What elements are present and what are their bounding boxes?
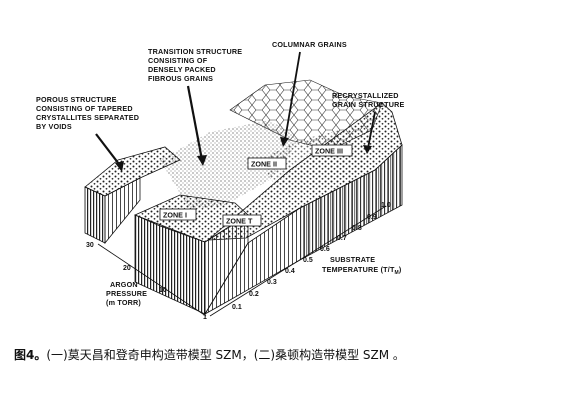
- recrystallized-arrow: [367, 111, 376, 149]
- temp-tick-0.8: 0.8: [352, 225, 362, 232]
- zone3-label: ZONE III: [315, 147, 343, 156]
- pressure-axis: 30 20 10 1 ARGON PRESSURE (m TORR): [86, 242, 207, 321]
- zone1-label: ZONE I: [163, 211, 187, 220]
- pressure-label-line2: PRESSURE: [106, 289, 147, 298]
- temp-label-line1: SUBSTRATE: [330, 255, 375, 264]
- zone1-box: [159, 208, 197, 221]
- temp-label-line2: TEMPERATURE (T/TM): [322, 265, 402, 276]
- temp-tick-0.2: 0.2: [249, 291, 259, 298]
- pressure-label-line3: (m TORR): [106, 298, 141, 307]
- columnar-arrow: [284, 51, 301, 141]
- porous-label-line2: CONSISTING OF TAPERED: [36, 104, 133, 113]
- pressure-tick-20: 20: [123, 265, 131, 272]
- pressure-tick-30: 30: [86, 242, 94, 249]
- temperature-axis: 0.1 0.2 0.3 0.4 0.5 0.6 0.7 0.8 0.9 1.0 …: [209, 202, 402, 317]
- zoneT-label: ZONE T: [226, 217, 253, 226]
- transition-annotation: TRANSITION STRUCTURE CONSISTING OF DENSE…: [148, 47, 242, 166]
- porous-arrow: [95, 133, 123, 169]
- pressure-tick-1: 1: [203, 314, 207, 321]
- porous-arrowhead: [115, 161, 124, 172]
- temp-tick-0.9: 0.9: [367, 214, 377, 221]
- zone2-label: ZONE II: [251, 160, 277, 169]
- temp-tick-0.4: 0.4: [285, 268, 295, 275]
- transition-label-line1: TRANSITION STRUCTURE: [148, 47, 242, 56]
- porous-label-line1: POROUS STRUCTURE: [36, 95, 117, 104]
- recrystallized-arrowhead: [363, 145, 372, 154]
- figure-caption: 图4。(一)莫天昌和登奇申构造带模型 SZM，(二)桑顿构造带模型 SZM 。: [14, 346, 405, 363]
- zone3-box: [311, 144, 353, 157]
- caption-text: (一)莫天昌和登奇申构造带模型 SZM，(二)桑顿构造带模型 SZM 。: [46, 348, 405, 362]
- transition-label-line4: FIBROUS GRAINS: [148, 74, 213, 83]
- transition-arrow: [186, 85, 204, 161]
- temp-tick-0.1: 0.1: [232, 304, 242, 311]
- temp-tick-1.0: 1.0: [381, 202, 391, 209]
- recrystallized-label-line2: GRAIN STRUCTURE: [332, 100, 404, 109]
- columnar-annotation: COLUMNAR GRAINS: [272, 40, 347, 147]
- zone1-porous-ridge: [84, 146, 181, 245]
- columnar-label: COLUMNAR GRAINS: [272, 40, 347, 49]
- right-side-face: [203, 144, 403, 316]
- transition-arrowhead: [197, 155, 207, 166]
- figure-number: 图4。: [14, 348, 47, 362]
- columnar-arrowhead: [280, 137, 289, 147]
- zoneT-box: [222, 214, 262, 227]
- recrystallized-label-line1: RECRYSTALLIZED: [332, 91, 399, 100]
- porous-annotation: POROUS STRUCTURE CONSISTING OF TAPERED C…: [36, 95, 139, 172]
- transition-label-line3: DENSELY PACKED: [148, 65, 216, 74]
- temp-tick-0.5: 0.5: [303, 257, 313, 264]
- temp-tick-0.7: 0.7: [337, 235, 347, 242]
- recrystallized-annotation: RECRYSTALLIZED GRAIN STRUCTURE: [332, 91, 404, 154]
- temp-tick-0.3: 0.3: [267, 279, 277, 286]
- top-surface: [160, 79, 403, 241]
- transition-label-line2: CONSISTING OF: [148, 56, 208, 65]
- porous-label-line4: BY VOIDS: [36, 122, 72, 131]
- temp-tick-0.6: 0.6: [320, 246, 330, 253]
- porous-label-line3: CRYSTALLITES SEPARATED: [36, 113, 139, 122]
- pressure-tick-10: 10: [159, 287, 167, 294]
- zone-labels: ZONE I ZONE T ZONE II ZONE III: [159, 144, 353, 227]
- pressure-label-line1: ARGON: [110, 280, 138, 289]
- zone2-box: [247, 157, 287, 170]
